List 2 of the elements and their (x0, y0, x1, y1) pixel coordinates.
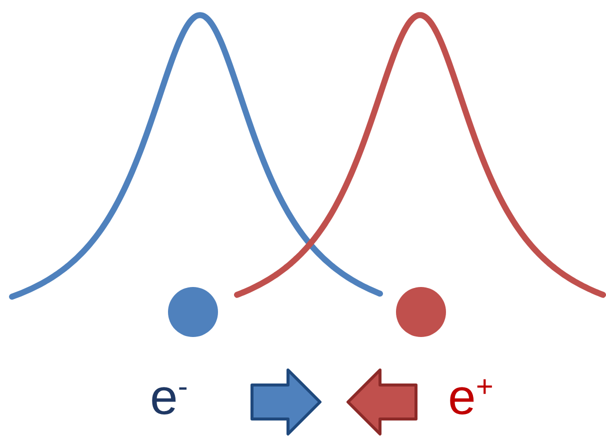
particle-label: e$^{+}$ (448, 372, 494, 422)
particle-label: e$^{-}$ (150, 372, 188, 422)
